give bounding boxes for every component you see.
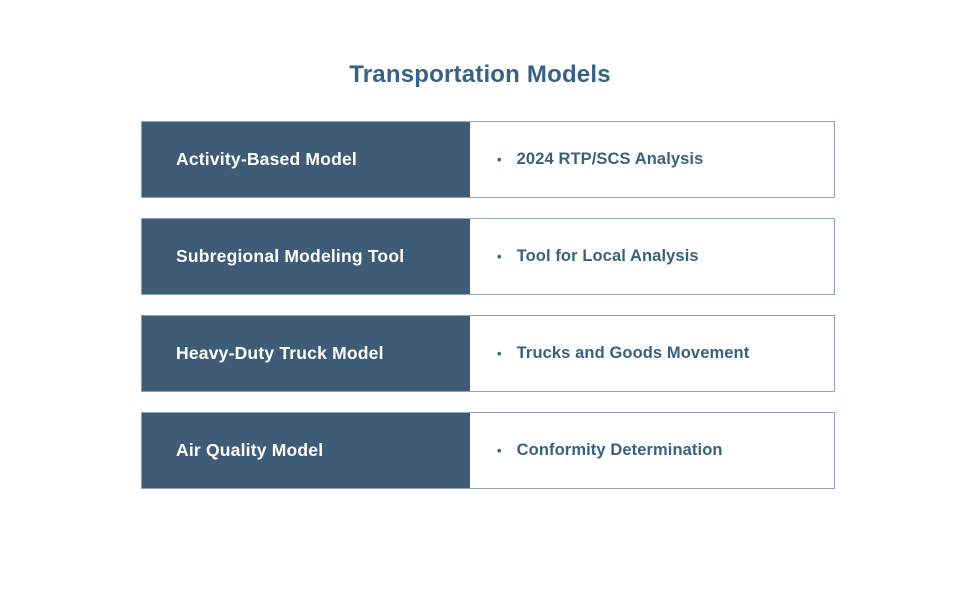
model-row: Subregional Modeling Tool • Tool for Loc…: [141, 218, 835, 295]
bullet-icon: •: [497, 152, 502, 167]
model-detail-cell: • 2024 RTP/SCS Analysis: [470, 122, 834, 197]
model-name-cell: Air Quality Model: [142, 413, 470, 488]
model-detail-cell: • Conformity Determination: [470, 413, 834, 488]
model-name-label: Air Quality Model: [176, 440, 324, 460]
bullet-icon: •: [497, 346, 502, 361]
model-table: Activity-Based Model • 2024 RTP/SCS Anal…: [141, 121, 835, 509]
model-detail-label: Trucks and Goods Movement: [516, 344, 750, 362]
slide-title: Transportation Models: [349, 61, 611, 88]
model-row: Heavy-Duty Truck Model • Trucks and Good…: [141, 315, 835, 392]
model-detail-label: Conformity Determination: [516, 441, 723, 459]
bullet-icon: •: [497, 443, 502, 458]
model-row: Air Quality Model • Conformity Determina…: [141, 412, 835, 489]
model-name-cell: Subregional Modeling Tool: [142, 219, 470, 294]
model-name-cell: Activity-Based Model: [142, 122, 470, 197]
model-name-label: Heavy-Duty Truck Model: [176, 343, 384, 363]
model-detail-label: 2024 RTP/SCS Analysis: [516, 150, 704, 168]
model-name-cell: Heavy-Duty Truck Model: [142, 316, 470, 391]
model-detail-label: Tool for Local Analysis: [516, 247, 699, 265]
model-name-label: Subregional Modeling Tool: [176, 246, 405, 266]
model-detail-cell: • Trucks and Goods Movement: [470, 316, 834, 391]
bullet-icon: •: [497, 249, 502, 264]
model-row: Activity-Based Model • 2024 RTP/SCS Anal…: [141, 121, 835, 198]
model-detail-cell: • Tool for Local Analysis: [470, 219, 834, 294]
model-name-label: Activity-Based Model: [176, 149, 357, 169]
